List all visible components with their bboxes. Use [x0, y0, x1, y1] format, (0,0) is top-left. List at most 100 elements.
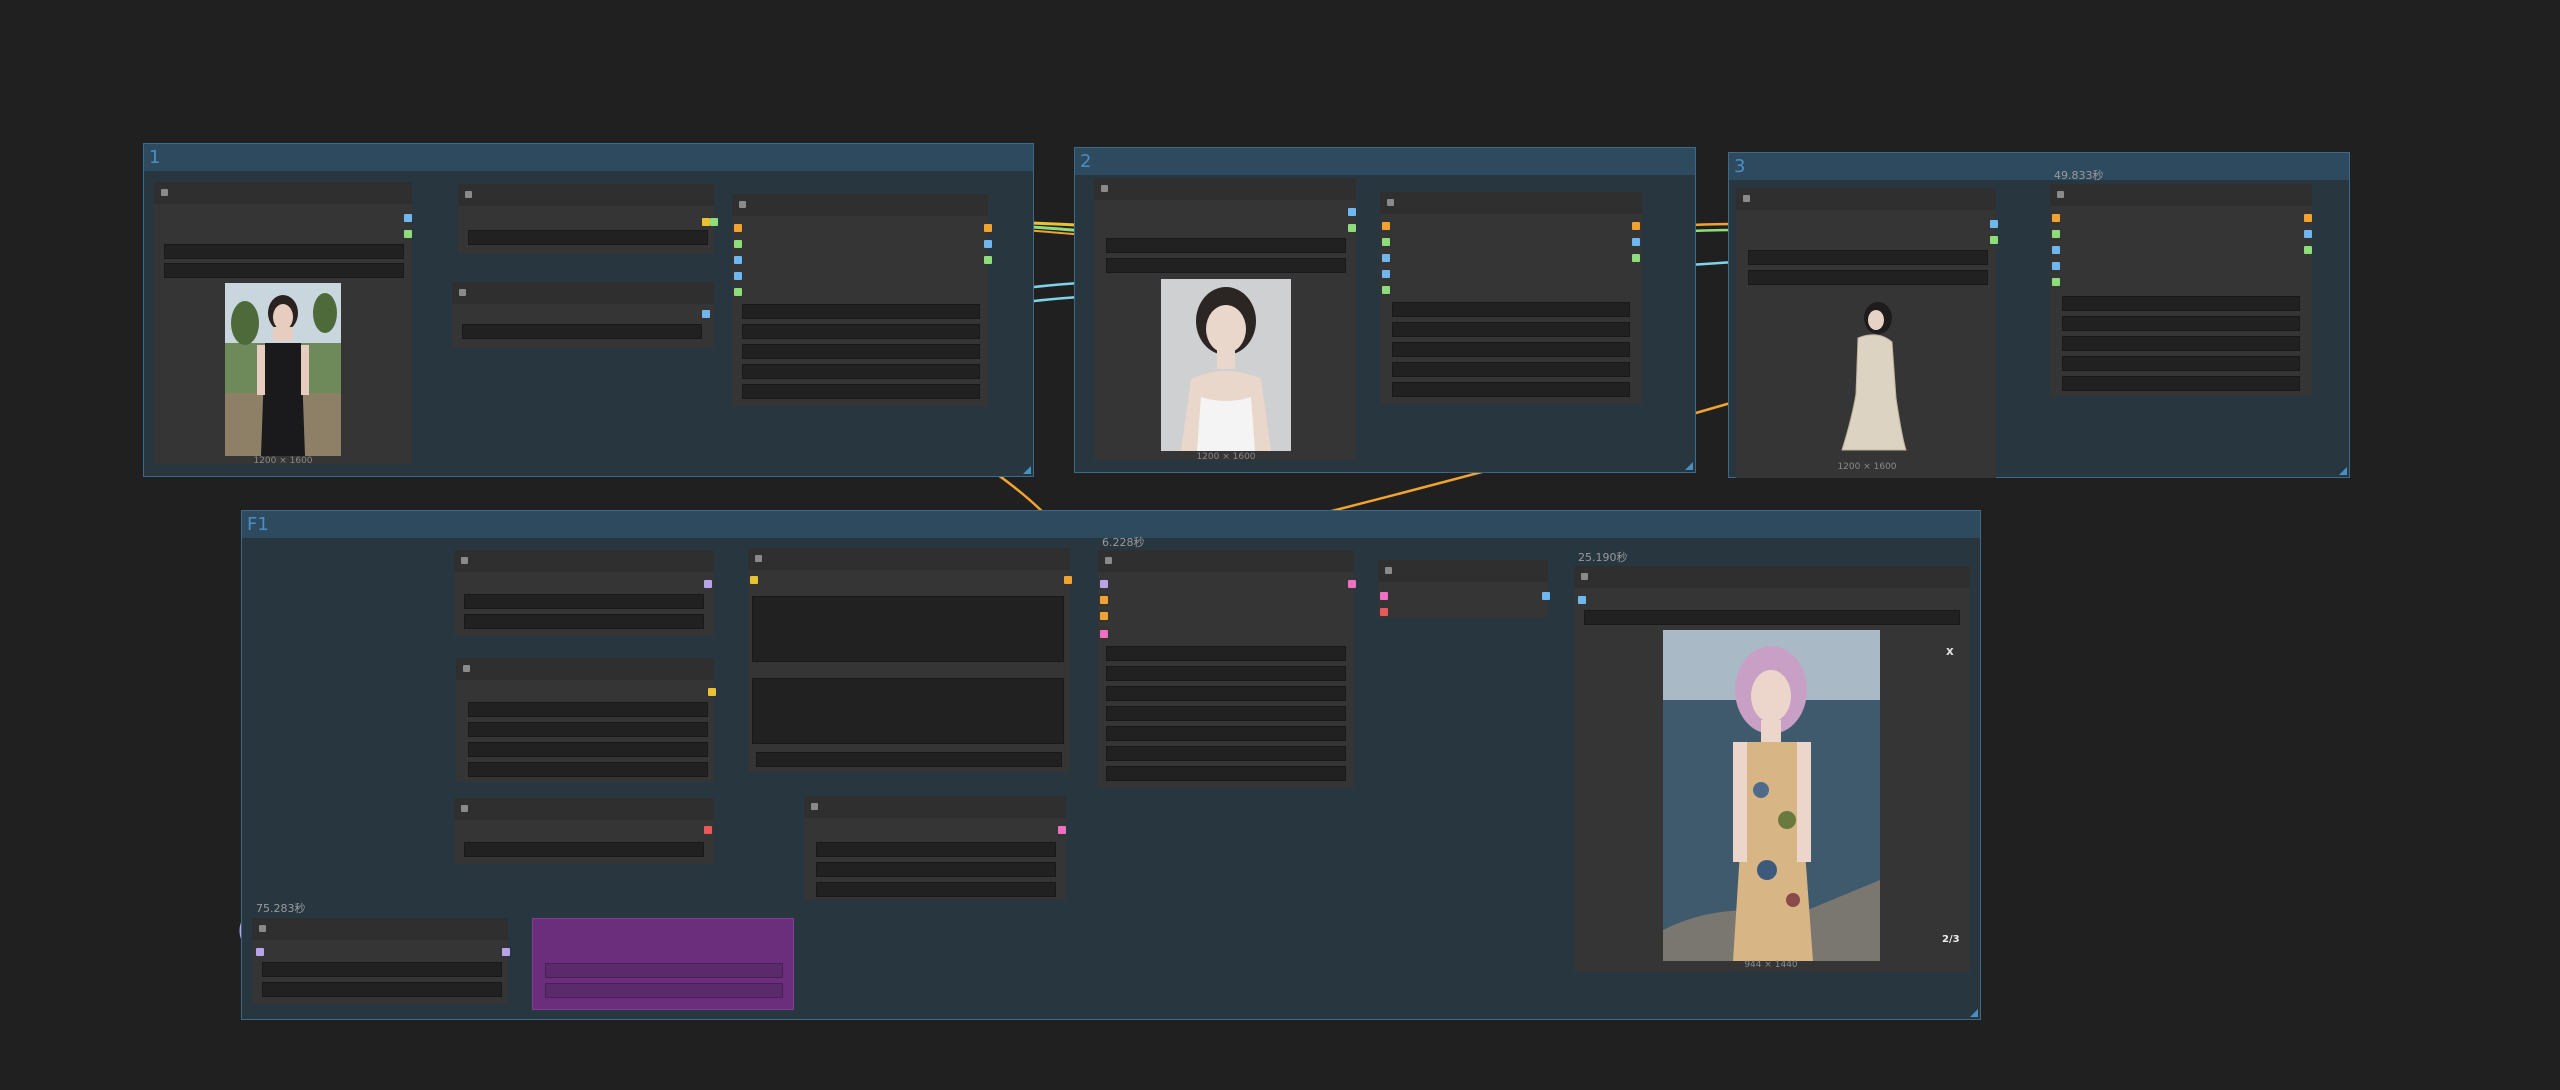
node-title-bar[interactable] [1094, 178, 1356, 200]
input-port[interactable] [2052, 262, 2060, 270]
widget-field[interactable] [1392, 362, 1630, 377]
output-port[interactable] [704, 580, 712, 588]
output-port[interactable] [708, 688, 716, 696]
output-port[interactable] [1632, 238, 1640, 246]
node-title-bar[interactable] [2050, 184, 2312, 206]
node-title-bar[interactable] [732, 194, 988, 216]
widget-field[interactable] [468, 742, 708, 757]
input-port[interactable] [1380, 592, 1388, 600]
widget-field[interactable] [2062, 336, 2300, 351]
output-port[interactable] [984, 240, 992, 248]
node-title-bar[interactable] [748, 548, 1070, 570]
output-port[interactable] [984, 224, 992, 232]
input-port[interactable] [1382, 238, 1390, 246]
widget-field[interactable] [1748, 250, 1988, 265]
input-port[interactable] [1100, 580, 1108, 588]
widget-field[interactable] [742, 364, 980, 379]
output-port[interactable] [1348, 580, 1356, 588]
prompt-node[interactable] [452, 282, 714, 348]
widget-field[interactable] [468, 762, 708, 777]
output-port[interactable] [1348, 224, 1356, 232]
widget-field[interactable] [464, 614, 704, 629]
node-title-bar[interactable] [252, 918, 508, 940]
widget-field[interactable] [468, 722, 708, 737]
widget-field[interactable] [1106, 646, 1346, 661]
output-port[interactable] [1990, 220, 1998, 228]
output-port[interactable] [404, 214, 412, 222]
widget-field[interactable] [1392, 382, 1630, 397]
output-port[interactable] [702, 310, 710, 318]
prompt-node[interactable] [454, 798, 714, 864]
node-title-bar[interactable] [1736, 188, 1996, 210]
input-port[interactable] [1578, 596, 1586, 604]
widget-field[interactable] [1106, 706, 1346, 721]
group-header[interactable] [1729, 153, 2349, 180]
collapse-dot-icon[interactable] [811, 803, 818, 810]
output-port[interactable] [1064, 576, 1072, 584]
widget-field[interactable] [1106, 766, 1346, 781]
input-port[interactable] [734, 240, 742, 248]
widget-field[interactable] [2062, 376, 2300, 391]
widget-field[interactable] [545, 983, 783, 998]
widget-field[interactable] [742, 344, 980, 359]
close-preview-button[interactable]: x [1946, 644, 1954, 658]
output-port[interactable] [1632, 222, 1640, 230]
widget-field[interactable] [2062, 356, 2300, 371]
widget-field[interactable] [1106, 686, 1346, 701]
input-port[interactable] [2052, 214, 2060, 222]
sampler-node[interactable] [1098, 550, 1356, 788]
output-port[interactable] [502, 948, 510, 956]
collapse-dot-icon[interactable] [1105, 557, 1112, 564]
collapse-dot-icon[interactable] [465, 191, 472, 198]
sampler-node[interactable] [732, 194, 992, 406]
load-image-node[interactable]: 1200 × 1600 [154, 182, 412, 466]
widget-field[interactable] [164, 244, 404, 259]
collapse-dot-icon[interactable] [1387, 199, 1394, 206]
collapse-dot-icon[interactable] [161, 189, 168, 196]
collapse-dot-icon[interactable] [1101, 185, 1108, 192]
input-port[interactable] [1382, 222, 1390, 230]
preview-image-node[interactable]: x 2/3 944 × 1440 [1574, 566, 1970, 972]
input-port[interactable] [734, 288, 742, 296]
widget-field[interactable] [1392, 302, 1630, 317]
node-title-bar[interactable] [458, 184, 714, 206]
widget-field[interactable] [468, 702, 708, 717]
collapse-dot-icon[interactable] [755, 555, 762, 562]
output-port[interactable] [2304, 214, 2312, 222]
widget-field[interactable] [1392, 342, 1630, 357]
widget-field[interactable] [816, 862, 1056, 877]
output-port[interactable] [710, 218, 718, 226]
widget-field[interactable] [742, 384, 980, 399]
collapse-dot-icon[interactable] [259, 925, 266, 932]
output-port[interactable] [1058, 826, 1066, 834]
load-image-node[interactable]: 1200 × 1600 [1094, 178, 1356, 462]
collapse-dot-icon[interactable] [1385, 567, 1392, 574]
vae-decode-node[interactable] [1378, 560, 1550, 618]
widget-field[interactable] [1392, 322, 1630, 337]
collapse-dot-icon[interactable] [1743, 195, 1750, 202]
input-port[interactable] [1100, 596, 1108, 604]
widget-field[interactable] [462, 324, 702, 339]
collapse-dot-icon[interactable] [461, 805, 468, 812]
widget-field[interactable] [164, 263, 404, 278]
output-port[interactable] [404, 230, 412, 238]
node-title-bar[interactable] [154, 182, 412, 204]
widget-field[interactable] [464, 842, 704, 857]
widget-field[interactable] [1106, 258, 1346, 273]
input-port[interactable] [1382, 286, 1390, 294]
node-title-bar[interactable] [454, 550, 714, 572]
output-port[interactable] [1990, 236, 1998, 244]
text-area[interactable] [752, 678, 1064, 744]
resize-handle[interactable] [2339, 467, 2347, 475]
sampler-node[interactable] [2050, 184, 2312, 396]
resize-handle[interactable] [1685, 462, 1693, 470]
collapse-dot-icon[interactable] [1581, 573, 1588, 580]
sampler-node[interactable] [1380, 192, 1642, 404]
node-title-bar[interactable] [1380, 192, 1642, 214]
generated-image[interactable] [1663, 630, 1880, 961]
node-title-bar[interactable] [456, 658, 714, 680]
widget-field[interactable] [816, 882, 1056, 897]
widget-field[interactable] [545, 963, 783, 978]
widget-field[interactable] [742, 304, 980, 319]
input-port[interactable] [1380, 608, 1388, 616]
